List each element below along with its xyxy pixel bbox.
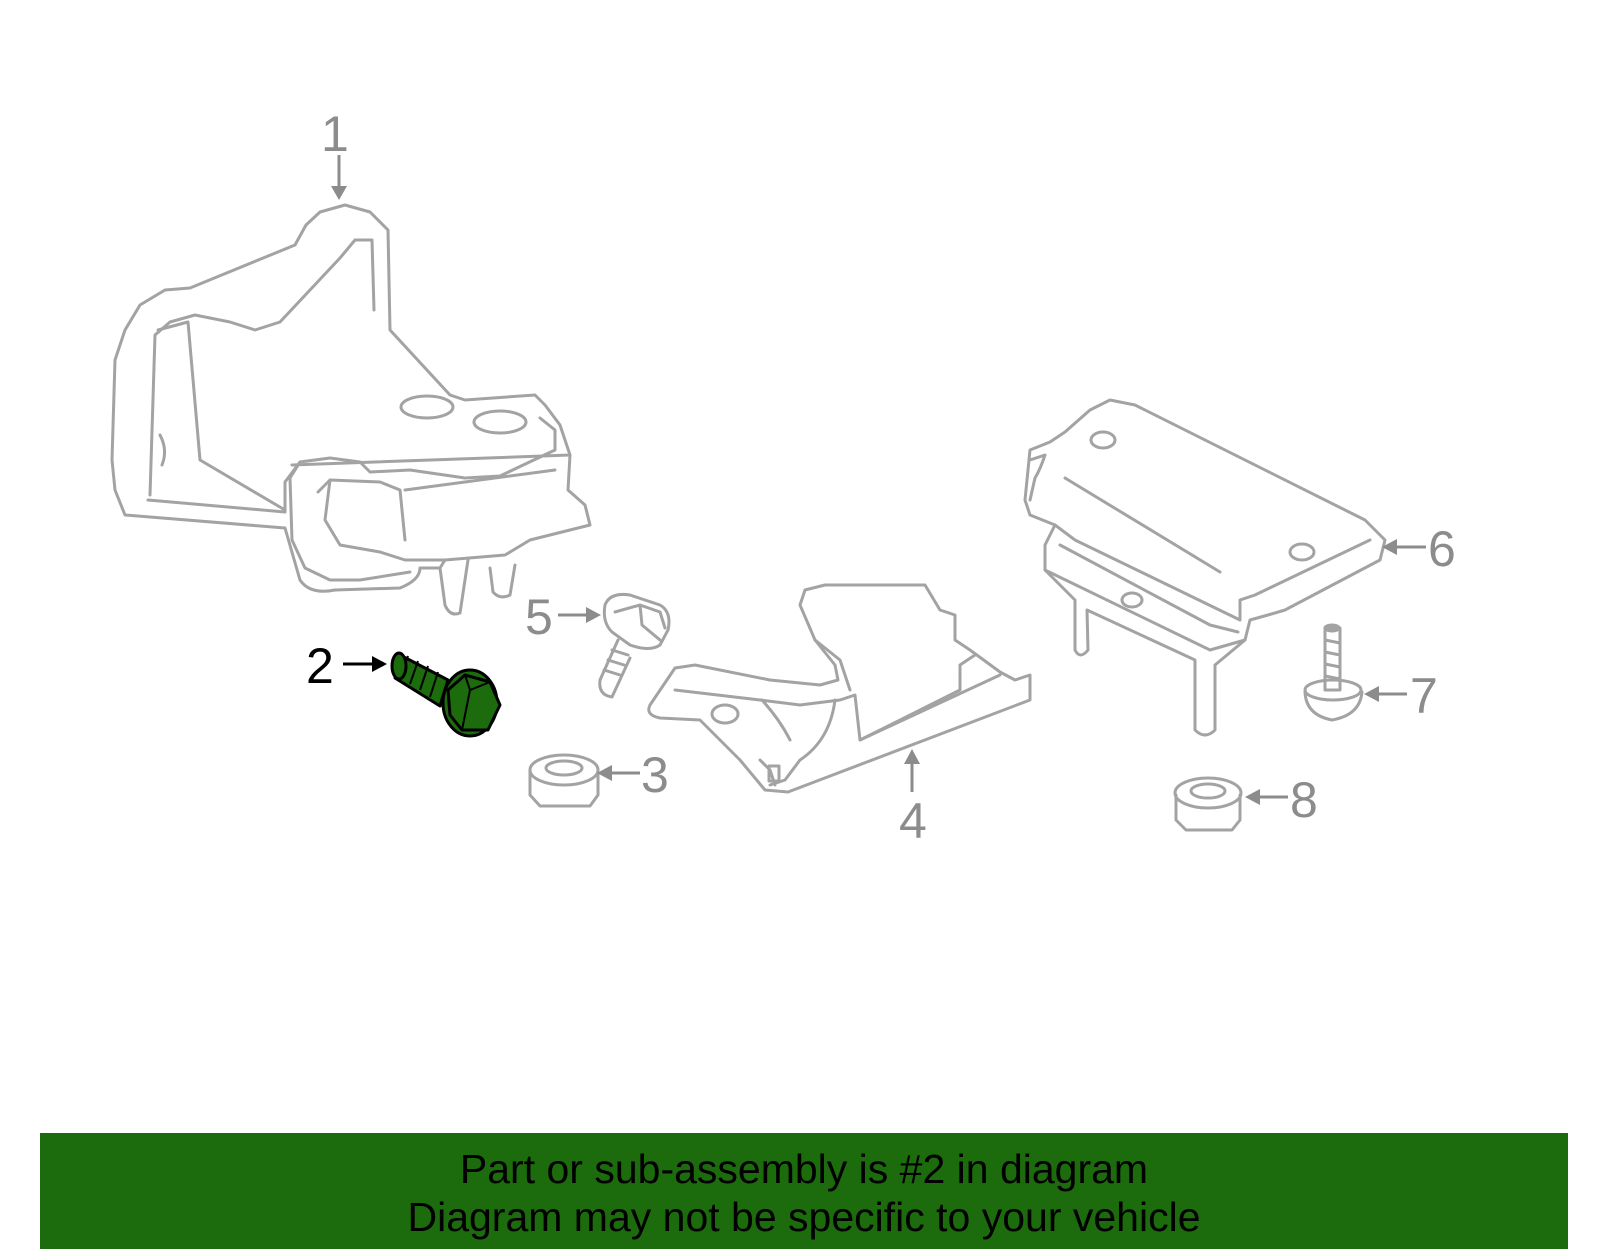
callout-5-label: 5 bbox=[525, 589, 553, 645]
part-5-bolt[interactable] bbox=[598, 593, 671, 699]
part-1-engine-mount[interactable] bbox=[110, 203, 592, 616]
callout-4-label: 4 bbox=[899, 793, 927, 849]
part-8-nut[interactable] bbox=[1173, 776, 1243, 832]
callout-2: 2 bbox=[306, 638, 387, 694]
part-2-bolt[interactable] bbox=[390, 651, 502, 738]
info-banner: Part or sub-assembly is #2 in diagram Di… bbox=[40, 1133, 1568, 1249]
callout-7: 7 bbox=[1364, 668, 1438, 724]
callout-2-label: 2 bbox=[306, 638, 334, 694]
callout-6-label: 6 bbox=[1428, 521, 1456, 577]
part-3-nut[interactable] bbox=[528, 753, 600, 808]
callout-1-label: 1 bbox=[321, 106, 349, 162]
callout-6: 6 bbox=[1382, 521, 1456, 577]
callout-3: 3 bbox=[597, 747, 669, 803]
callout-1: 1 bbox=[321, 106, 349, 200]
banner-line-2: Diagram may not be specific to your vehi… bbox=[407, 1194, 1201, 1240]
part-4-bracket[interactable] bbox=[647, 583, 1032, 794]
callout-3-label: 3 bbox=[641, 747, 669, 803]
part-7-stud[interactable] bbox=[1303, 623, 1364, 722]
callout-8: 8 bbox=[1245, 772, 1318, 828]
callout-7-label: 7 bbox=[1410, 668, 1438, 724]
callout-5: 5 bbox=[525, 589, 601, 645]
part-6-mount[interactable] bbox=[1023, 398, 1387, 737]
callout-8-label: 8 bbox=[1290, 772, 1318, 828]
callout-4: 4 bbox=[899, 749, 927, 849]
banner-line-1: Part or sub-assembly is #2 in diagram bbox=[459, 1146, 1149, 1192]
